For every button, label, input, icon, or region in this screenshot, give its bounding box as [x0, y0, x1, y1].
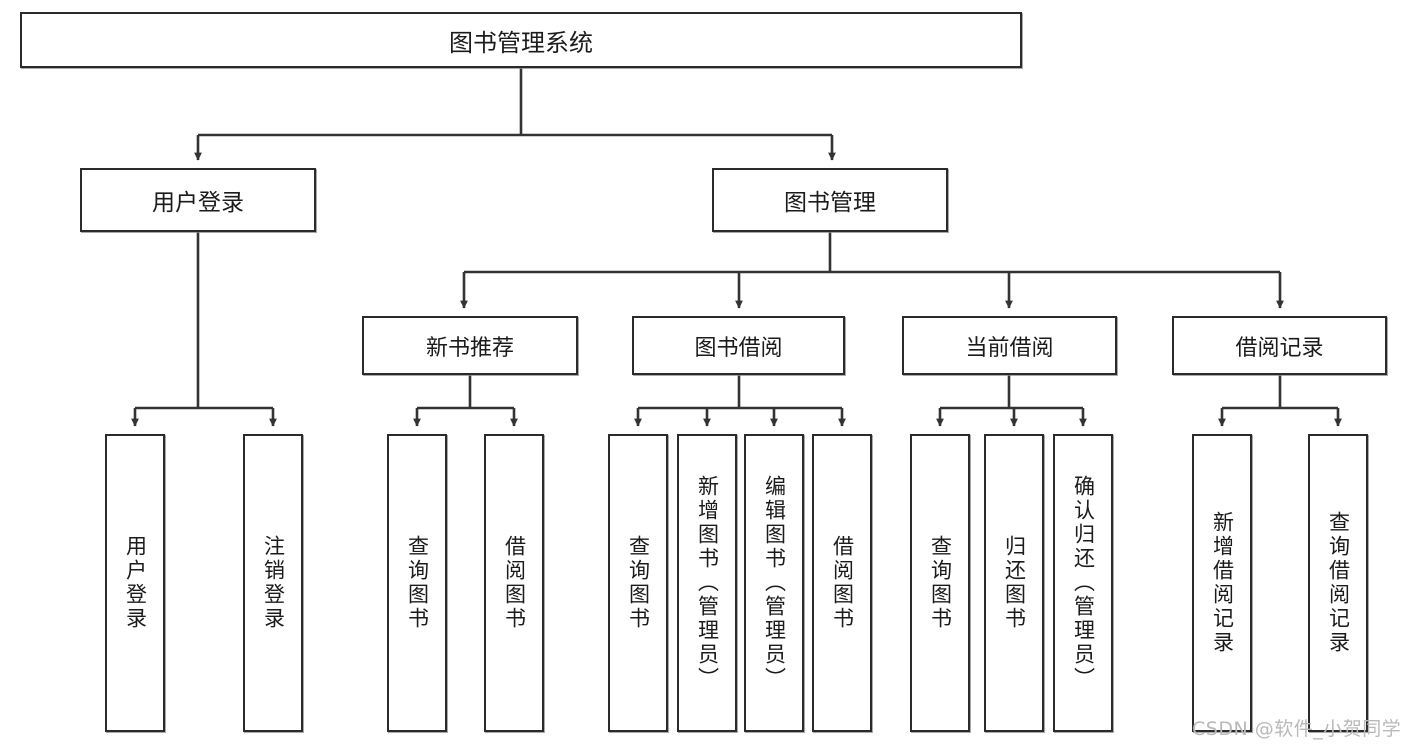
- node-leaf-confirm-return-admin[interactable]: 确认归还（管理员）: [1053, 434, 1113, 732]
- node-label: 新增借阅记录: [1210, 511, 1235, 655]
- node-book-borrow[interactable]: 图书借阅: [632, 316, 845, 375]
- node-label: 图书管理系统: [449, 28, 593, 57]
- node-label: 新增图书（管理员）: [695, 475, 720, 691]
- node-leaf-borrow-book-2[interactable]: 借阅图书: [812, 434, 872, 732]
- node-label: 归还图书: [1002, 535, 1027, 631]
- node-leaf-user-logout[interactable]: 注销登录: [243, 434, 303, 732]
- node-leaf-edit-book-admin[interactable]: 编辑图书（管理员）: [744, 434, 804, 732]
- node-leaf-query-book-3[interactable]: 查询图书: [910, 434, 970, 732]
- node-label: 查询借阅记录: [1326, 511, 1351, 655]
- node-current-borrow[interactable]: 当前借阅: [902, 316, 1117, 375]
- node-leaf-query-book-2[interactable]: 查询图书: [608, 434, 668, 732]
- node-new-book-recommend[interactable]: 新书推荐: [362, 316, 578, 375]
- node-borrow-record[interactable]: 借阅记录: [1172, 316, 1387, 375]
- node-root-system[interactable]: 图书管理系统: [20, 12, 1022, 68]
- node-leaf-add-book-admin[interactable]: 新增图书（管理员）: [677, 434, 737, 732]
- node-label: 用户登录: [152, 190, 244, 216]
- node-label: 新书推荐: [425, 335, 514, 361]
- watermark-text: CSDN @软件_小贺同学: [1192, 718, 1402, 740]
- node-leaf-query-book-1[interactable]: 查询图书: [387, 434, 447, 732]
- node-leaf-return-book[interactable]: 归还图书: [984, 434, 1044, 732]
- node-leaf-borrow-book-1[interactable]: 借阅图书: [484, 434, 544, 732]
- node-label: 借阅记录: [1235, 335, 1324, 361]
- node-label: 借阅图书: [502, 535, 527, 631]
- node-label: 图书管理: [784, 190, 876, 216]
- node-label: 注销登录: [261, 535, 286, 631]
- node-leaf-user-login[interactable]: 用户登录: [105, 434, 165, 732]
- node-label: 图书借阅: [694, 335, 783, 361]
- node-leaf-query-borrow-record[interactable]: 查询借阅记录: [1308, 434, 1368, 732]
- node-user-login[interactable]: 用户登录: [80, 168, 316, 232]
- node-label: 当前借阅: [965, 335, 1054, 361]
- node-leaf-add-borrow-record[interactable]: 新增借阅记录: [1192, 434, 1252, 732]
- node-label: 查询图书: [405, 535, 430, 631]
- node-label: 查询图书: [626, 535, 651, 631]
- node-label: 借阅图书: [830, 535, 855, 631]
- node-label: 查询图书: [928, 535, 953, 631]
- node-label: 用户登录: [123, 535, 148, 631]
- node-book-manage[interactable]: 图书管理: [712, 168, 948, 232]
- node-label: 编辑图书（管理员）: [762, 475, 787, 691]
- node-label: 确认归还（管理员）: [1071, 475, 1096, 691]
